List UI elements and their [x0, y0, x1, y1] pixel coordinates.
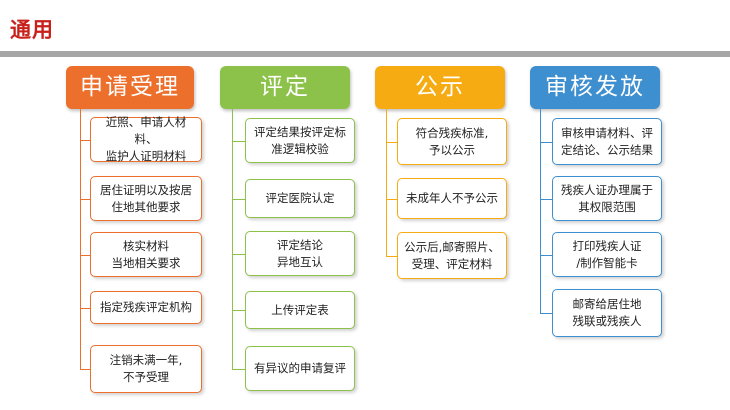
step-line: 评定结论: [277, 237, 323, 252]
step-text: 符合残疾标准, 予以公示: [416, 125, 489, 159]
step-line: 当地相关要求: [111, 255, 181, 270]
connector-line: [80, 109, 81, 369]
step-card: 邮寄给居住地残联或残疾人: [552, 289, 662, 337]
step-line: 予以公示: [429, 142, 475, 157]
step-text: 审核申请材料、评定结论、公示结果: [561, 125, 653, 159]
step-text: 打印残疾人证/制作智能卡: [573, 238, 642, 272]
step-line: 审核申请材料、评: [561, 125, 653, 140]
connector-branch: [232, 140, 245, 142]
step-card: 符合残疾标准, 予以公示: [397, 118, 507, 165]
connector-branch: [80, 254, 90, 256]
connector-branch: [386, 141, 397, 143]
step-card: 注销未满一年, 不予受理: [90, 345, 202, 393]
title-divider: [0, 51, 730, 57]
step-text: 注销未满一年, 不予受理: [110, 352, 183, 386]
step-card: 上传评定表: [245, 291, 355, 329]
step-text: 公示后,邮寄照片、受理、评定材料: [404, 239, 500, 273]
step-card: 残疾人证办理属于其权限范围: [552, 176, 662, 221]
step-text: 邮寄给居住地残联或残疾人: [573, 296, 642, 330]
connector-branch: [232, 368, 245, 370]
step-card: 公示后,邮寄照片、受理、评定材料: [397, 232, 507, 279]
step-text: 评定结果按评定标准逻辑校验: [254, 124, 346, 158]
stage-header: 申请受理: [66, 66, 194, 109]
step-text: 指定残疾评定机构: [100, 299, 192, 316]
connector-line: [232, 109, 233, 369]
step-card: 未成年人不予公示: [397, 178, 507, 219]
step-line: 准逻辑校验: [271, 141, 329, 156]
connector-branch: [232, 310, 245, 311]
connector-branch: [232, 198, 245, 200]
step-line: 上传评定表: [271, 302, 329, 317]
step-card: 有异议的申请复评: [245, 346, 355, 391]
step-line: 打印残疾人证: [572, 238, 642, 253]
step-line: 指定残疾评定机构: [100, 300, 192, 314]
step-line: 符合残疾标准,: [415, 125, 489, 140]
step-line: 残疾人证办理属于: [561, 182, 653, 197]
step-text: 未成年人不予公示: [406, 190, 498, 207]
step-line: 评定结果按评定标: [254, 124, 346, 139]
step-text: 上传评定表: [271, 302, 329, 319]
step-line: 有异议的申请复评: [254, 361, 346, 375]
connector-branch: [540, 141, 552, 143]
step-line: 受理、评定材料: [411, 256, 493, 271]
connector-branch: [386, 255, 397, 257]
step-card: 评定医院认定: [245, 179, 355, 218]
step-line: 近照、申请人材料、: [105, 115, 187, 146]
connector-line: [540, 109, 541, 313]
step-card: 审核申请材料、评定结论、公示结果: [552, 118, 662, 165]
step-card: 评定结果按评定标准逻辑校验: [245, 118, 355, 163]
step-line: 残联或残疾人: [572, 314, 642, 328]
step-card: 评定结论异地互认: [245, 231, 355, 276]
step-line: 邮寄给居住地: [572, 297, 642, 311]
connector-branch: [80, 307, 90, 309]
step-text: 近照、申请人材料、监护人证明材料: [97, 114, 195, 165]
step-line: 评定医院认定: [265, 191, 335, 205]
step-line: 核实材料: [123, 238, 169, 253]
step-line: 异地互认: [277, 254, 323, 269]
step-line: 注销未满一年,: [109, 353, 183, 367]
step-card: 居住证明以及按居住地其他要求: [90, 176, 202, 221]
step-card: 近照、申请人材料、监护人证明材料: [90, 114, 202, 165]
step-card: 打印残疾人证/制作智能卡: [552, 232, 662, 277]
stage-header: 审核发放: [530, 66, 660, 109]
connector-branch: [386, 198, 397, 200]
step-text: 残疾人证办理属于其权限范围: [561, 182, 653, 216]
connector-branch: [80, 198, 90, 200]
connector-branch: [540, 313, 552, 314]
connector-branch: [80, 369, 90, 370]
step-line: 公示后,邮寄照片、: [404, 239, 500, 254]
step-card: 核实材料当地相关要求: [90, 232, 202, 277]
step-line: /制作智能卡: [576, 255, 638, 270]
step-text: 有异议的申请复评: [254, 360, 346, 377]
step-line: 居住证明以及按居: [100, 182, 192, 197]
stage-header: 评定: [220, 66, 350, 109]
step-text: 评定结论异地互认: [277, 237, 323, 271]
step-line: 监护人证明材料: [105, 149, 187, 163]
step-text: 核实材料当地相关要求: [112, 238, 181, 272]
step-text: 评定医院认定: [266, 190, 335, 207]
step-line: 其权限范围: [578, 199, 636, 214]
connector-line: [386, 109, 387, 256]
connector-branch: [80, 139, 90, 141]
connector-branch: [232, 253, 245, 255]
page-title: 通用: [10, 18, 54, 42]
stage-header: 公示: [375, 66, 505, 109]
step-line: 不予受理: [123, 370, 169, 384]
step-text: 居住证明以及按居住地其他要求: [100, 182, 192, 216]
step-card: 指定残疾评定机构: [90, 291, 202, 324]
connector-branch: [540, 198, 552, 200]
connector-branch: [540, 254, 552, 256]
step-line: 定结论、公示结果: [561, 142, 653, 157]
step-line: 住地其他要求: [111, 199, 181, 214]
step-line: 未成年人不予公示: [406, 191, 498, 205]
